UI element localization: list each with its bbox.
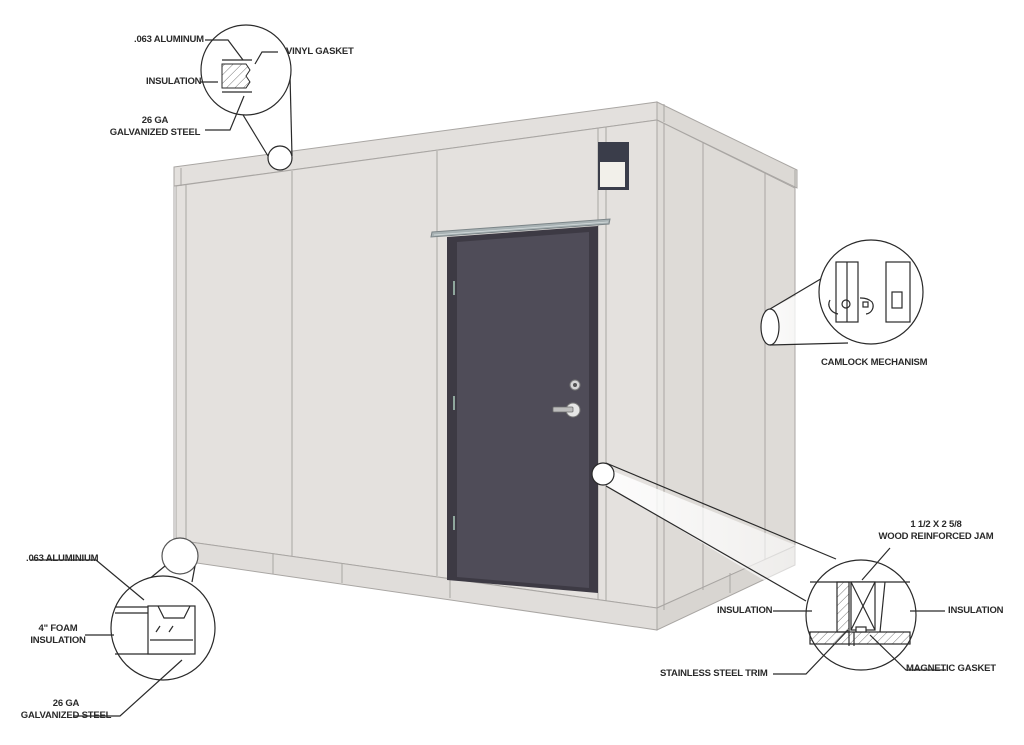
label-foam-line2: INSULATION — [30, 635, 86, 646]
door-canopy — [430, 218, 611, 238]
deadbolt-icon[interactable] — [569, 379, 581, 391]
label-stainless-trim: STAINLESS STEEL TRIM — [660, 668, 768, 679]
label-aluminium-floor: .063 ALUMINIUM — [26, 553, 99, 564]
door-leaf[interactable] — [457, 232, 589, 588]
door-jamb-callout — [591, 462, 946, 675]
label-insulation-left: INSULATION — [717, 605, 773, 616]
door-hinges — [453, 281, 455, 530]
label-magnetic-gasket: MAGNETIC GASKET — [906, 663, 996, 674]
floor-joint-callout — [30, 537, 216, 717]
camlock-callout — [760, 239, 924, 346]
door-handle-icon[interactable] — [552, 402, 581, 418]
wall-light-icon — [598, 142, 629, 190]
label-insulation-roof: INSULATION — [146, 76, 202, 87]
label-steel-roof-line1: 26 GA — [141, 115, 169, 126]
label-insulation-right: INSULATION — [948, 605, 1004, 616]
panel-seams — [173, 104, 796, 610]
label-foam-line1: 4" FOAM — [38, 623, 78, 634]
label-camlock-mechanism: CAMLOCK MECHANISM — [821, 357, 928, 368]
label-aluminum: .063 ALUMINUM — [134, 34, 204, 45]
label-jamb-line2: WOOD REINFORCED JAM — [878, 531, 994, 542]
roof-cap-side — [656, 101, 798, 189]
roof-joint-callout — [200, 24, 293, 171]
label-steel-floor-line1: 26 GA — [52, 698, 80, 709]
label-steel-roof-line2: GALVANIZED STEEL — [109, 127, 201, 138]
label-steel-floor-line2: GALVANIZED STEEL — [20, 710, 112, 721]
label-jamb-line1: 1 1/2 X 2 5/8 — [910, 519, 962, 530]
building — [173, 101, 798, 631]
label-vinyl-gasket: VINYL GASKET — [286, 46, 354, 57]
